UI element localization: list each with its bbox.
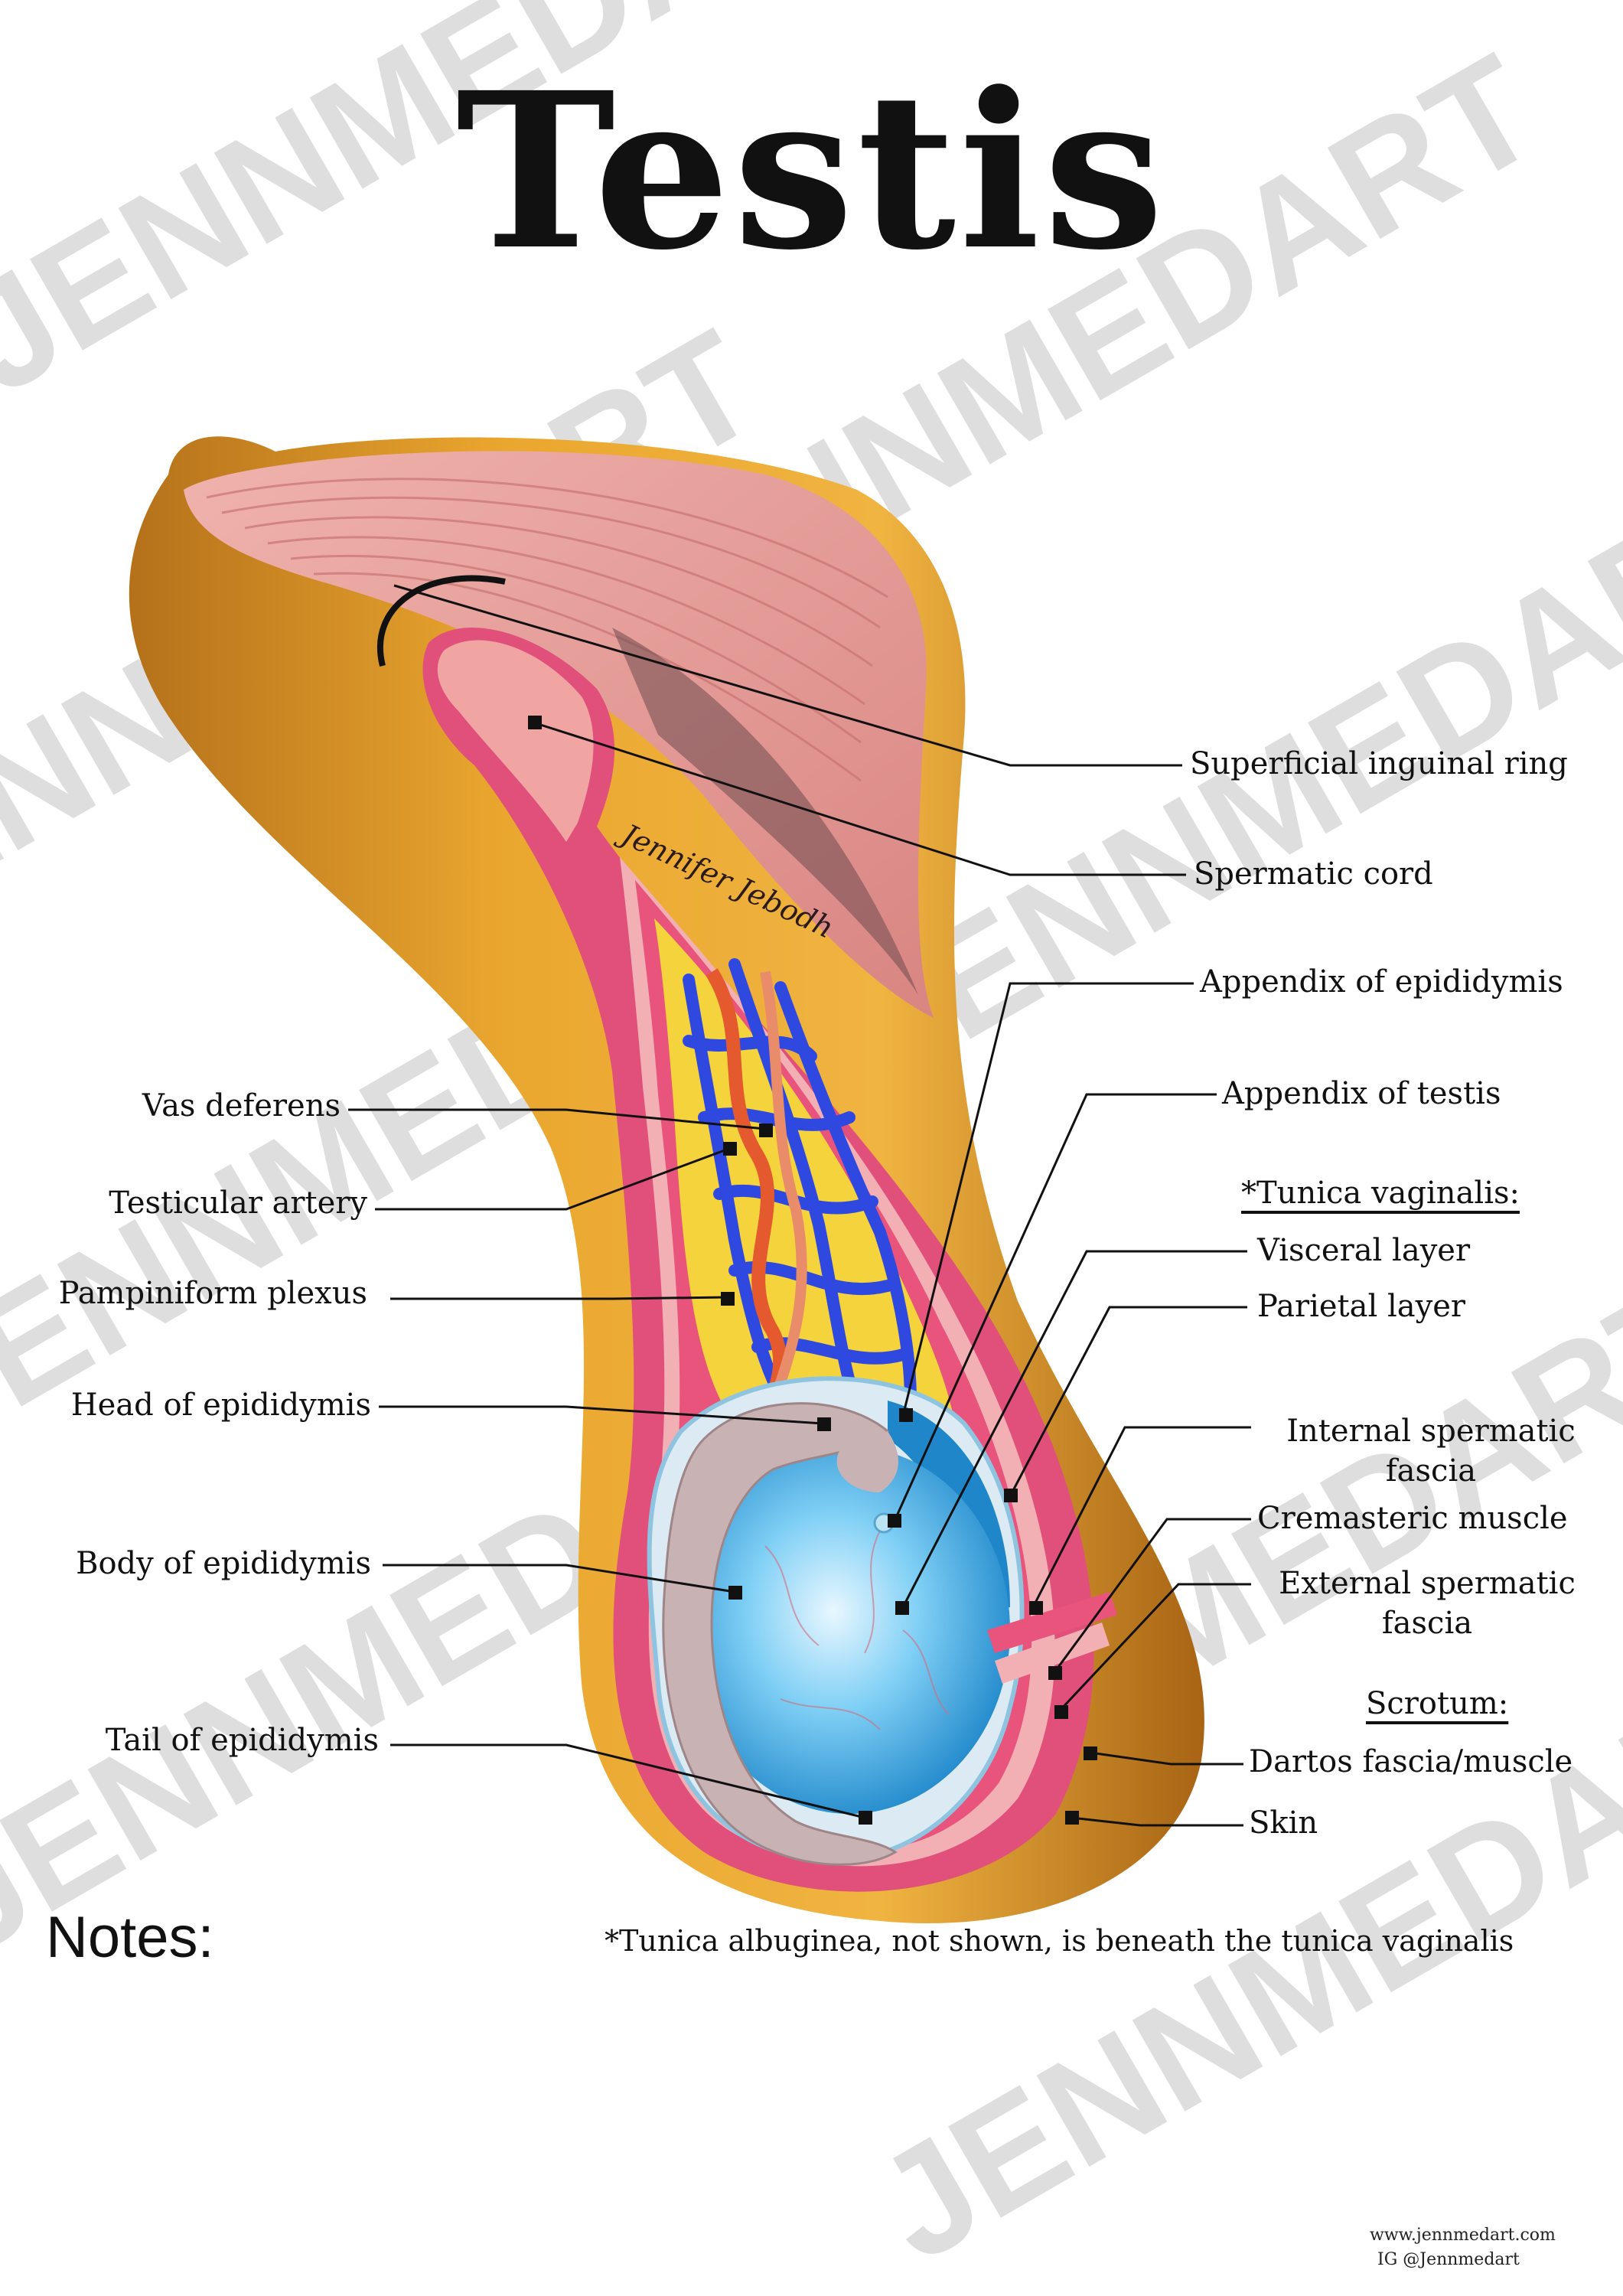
label-marker (759, 1124, 773, 1137)
label-external-spermatic-fascia: External spermatic fascia (1255, 1564, 1599, 1643)
footer-instagram: IG @Jennmedart (1377, 2250, 1520, 2269)
label-marker (721, 1292, 735, 1306)
label-vas-deferens: Vas deferens (142, 1088, 341, 1124)
label-markers (528, 716, 1097, 1825)
label-line: Internal spermatic (1286, 1414, 1576, 1449)
label-pampiniform-plexus: Pampiniform plexus (58, 1276, 367, 1311)
label-cremasteric-muscle: Cremasteric muscle (1257, 1501, 1568, 1536)
label-internal-spermatic-fascia: Internal spermatic fascia (1259, 1411, 1603, 1491)
label-marker (728, 1586, 742, 1600)
label-superficial-inguinal-ring: Superficial inguinal ring (1190, 746, 1568, 781)
label-dartos: Dartos fascia/muscle (1249, 1744, 1573, 1779)
label-marker (899, 1408, 913, 1422)
label-marker (1065, 1811, 1079, 1825)
label-marker (1004, 1489, 1018, 1502)
footnote: *Tunica albuginea, not shown, is beneath… (605, 1924, 1514, 1958)
label-parietal-layer: Parietal layer (1257, 1289, 1466, 1324)
label-marker (1048, 1666, 1062, 1680)
label-tail-of-epididymis: Tail of epididymis (105, 1723, 379, 1758)
abdominal-muscle (184, 451, 934, 1018)
label-visceral-layer: Visceral layer (1257, 1233, 1471, 1268)
label-marker (817, 1417, 831, 1431)
inguinal-ring-marker (376, 575, 506, 667)
vas-deferens (760, 970, 807, 1426)
label-line: fascia (1385, 1453, 1477, 1489)
label-spermatic-cord: Spermatic cord (1194, 856, 1433, 892)
label-head-of-epididymis: Head of epididymis (70, 1388, 371, 1423)
label-marker (888, 1514, 901, 1528)
testis (689, 1446, 1010, 1814)
label-body-of-epididymis: Body of epididymis (76, 1546, 371, 1581)
page-title: Testis (455, 46, 1168, 298)
label-line: External spermatic (1279, 1566, 1576, 1601)
label-line: fascia (1381, 1606, 1473, 1641)
label-marker (895, 1601, 909, 1615)
label-marker (723, 1142, 737, 1156)
label-skin: Skin (1249, 1805, 1318, 1841)
label-tunica-vaginalis-header: *Tunica vaginalis: (1241, 1176, 1520, 1211)
label-marker (1029, 1601, 1043, 1615)
label-appendix-of-testis: Appendix of testis (1222, 1076, 1501, 1111)
label-appendix-of-epididymis: Appendix of epididymis (1200, 964, 1563, 1000)
label-marker (528, 716, 542, 729)
label-scrotum-header: Scrotum: (1366, 1686, 1509, 1721)
footer-website: www.jennmedart.com (1370, 2226, 1556, 2245)
label-marker (859, 1811, 872, 1825)
notes-heading: Notes: (46, 1905, 214, 1970)
label-marker (1084, 1746, 1097, 1760)
label-testicular-artery: Testicular artery (109, 1186, 367, 1221)
leader-lines (348, 584, 1251, 1827)
label-marker (1054, 1705, 1068, 1719)
